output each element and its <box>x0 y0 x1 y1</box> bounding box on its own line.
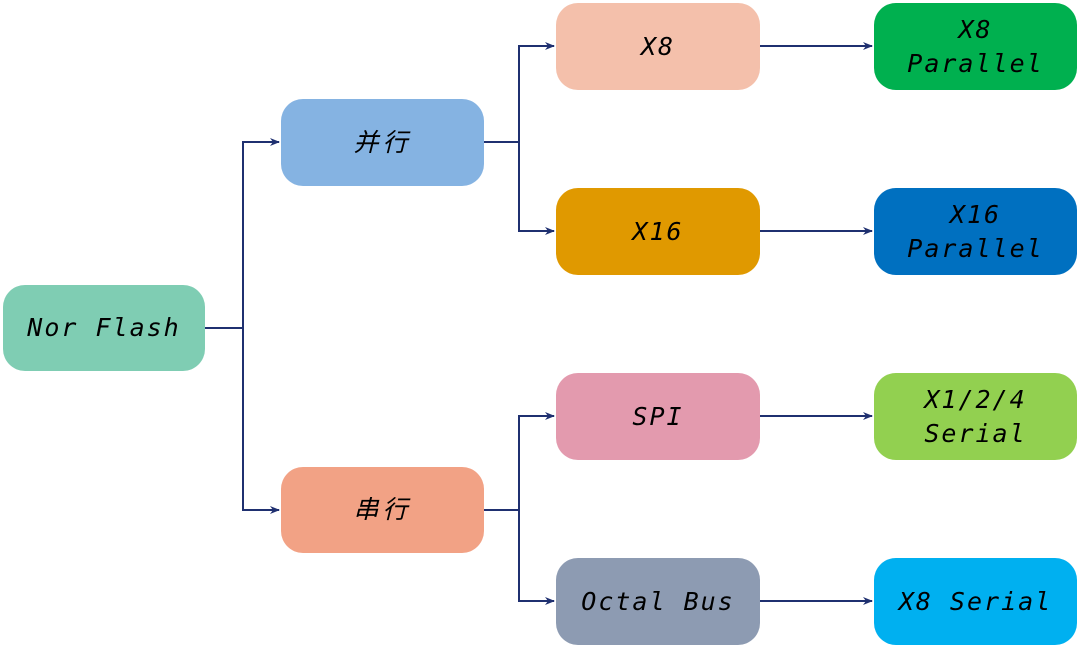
connector-serial-to-spi <box>518 412 555 510</box>
node-x16-parallel: X16 Parallel <box>874 188 1077 275</box>
node-spi: SPI <box>556 373 760 460</box>
node-x8-serial: X8 Serial <box>874 558 1077 645</box>
connector-serial-to-octal <box>518 510 555 605</box>
node-x16: X16 <box>556 188 760 275</box>
node-x8-parallel: X8 Parallel <box>874 3 1077 90</box>
connector-root-to-parallel <box>242 138 280 328</box>
node-parallel: 并行 <box>281 99 484 186</box>
connector-parallel-to-x16 <box>518 142 555 235</box>
node-octal-bus: Octal Bus <box>556 558 760 645</box>
connector-root-to-serial <box>242 328 280 514</box>
node-x8: X8 <box>556 3 760 90</box>
node-x124-serial: X1/2/4 Serial <box>874 373 1077 460</box>
node-nor-flash: Nor Flash <box>3 285 205 371</box>
node-serial: 串行 <box>281 467 484 553</box>
connector-parallel-to-x8 <box>518 42 555 142</box>
